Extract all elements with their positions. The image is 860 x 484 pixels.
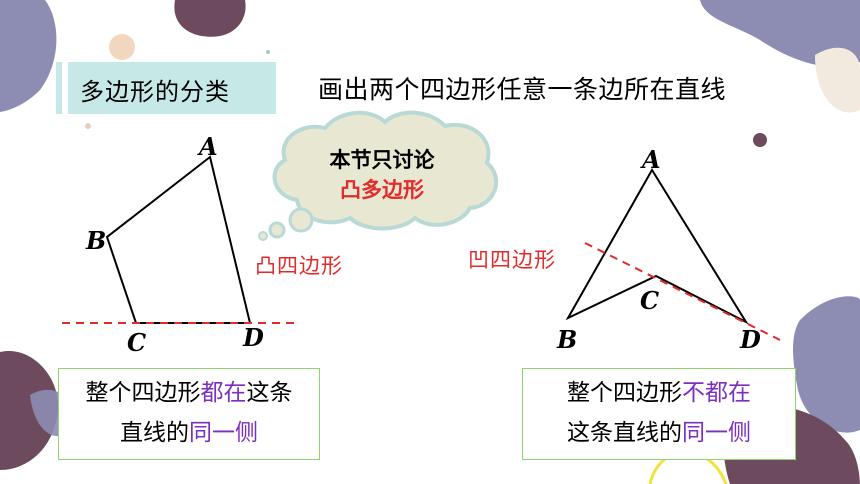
caption-text: 整个四边形: [567, 380, 682, 406]
right-vertex-c: C: [640, 286, 660, 315]
left-vertex-b: B: [86, 226, 107, 255]
right-vertex-a: A: [642, 145, 661, 174]
left-vertex-d: D: [243, 323, 264, 352]
cloud-text-line1: 本节只讨论: [329, 148, 435, 172]
caption-text: 直线的: [120, 420, 189, 446]
caption-text: 这条直线的: [567, 420, 682, 446]
caption-text: 整个四边形: [85, 380, 201, 406]
top-left-lavender-blob: [0, 0, 57, 112]
cross-decoration: [266, 50, 270, 54]
cloud-text-line2: 凸多边形: [340, 178, 424, 202]
caption-text: 这条: [246, 380, 293, 406]
bottom-left-dark-blob: [0, 350, 59, 470]
concave-caption-line2: 这条直线的同一侧: [523, 413, 795, 453]
convex-caption-box: 整个四边形都在这条 直线的同一侧: [58, 368, 320, 460]
section-label: 多边形的分类: [80, 78, 230, 106]
top-center-dark-blob: [174, 0, 246, 37]
concave-caption-line1: 整个四边形不都在: [523, 373, 795, 413]
bottom-right-lavender-blob: [793, 296, 860, 433]
right-vertex-b: B: [557, 325, 578, 354]
top-right-lavender-blob: [700, 0, 860, 67]
caption-highlight: 同一侧: [682, 420, 751, 446]
concave-type-label: 凹四边形: [468, 248, 556, 272]
thought-cloud: [258, 110, 499, 241]
small-teal-dot: [85, 123, 91, 129]
concave-caption-box: 整个四边形不都在 这条直线的同一侧: [522, 368, 796, 460]
right-dark-circle: [753, 133, 767, 147]
top-peach-dot: [109, 34, 135, 60]
top-right-cream-blob: [815, 47, 860, 113]
caption-highlight: 都在: [200, 380, 247, 406]
caption-highlight: 不都在: [682, 380, 751, 406]
left-vertex-c: C: [127, 328, 147, 357]
convex-caption-line1: 整个四边形都在这条: [59, 373, 319, 413]
right-vertex-d: D: [740, 325, 761, 354]
left-vertex-a: A: [199, 132, 218, 161]
convex-caption-line2: 直线的同一侧: [59, 413, 319, 453]
slide-heading: 画出两个四边形任意一条边所在直线: [318, 75, 727, 104]
convex-type-label: 凸四边形: [255, 254, 343, 278]
section-label-box: [62, 62, 276, 114]
concave-quadrilateral: [565, 168, 749, 325]
caption-highlight: 同一侧: [189, 420, 258, 446]
